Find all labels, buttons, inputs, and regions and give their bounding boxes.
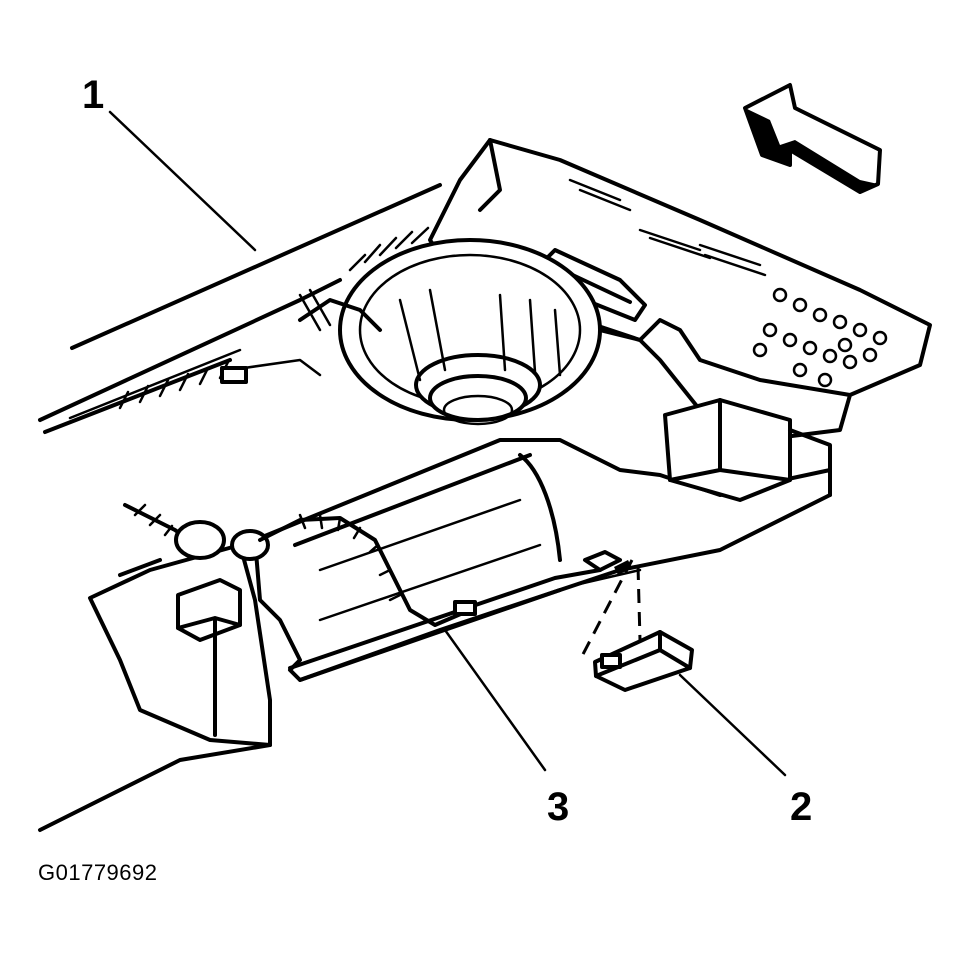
perforation-holes: [752, 287, 888, 388]
direction-arrow-icon: [743, 83, 882, 194]
leader-line-1: [108, 110, 257, 252]
callout-1: 1: [82, 73, 104, 117]
figure-id: G01779692: [38, 860, 158, 885]
wiring-harness-upper: [220, 288, 382, 384]
leader-line-2: [678, 673, 787, 777]
leader-line-3: [443, 628, 547, 772]
license-lamp-assembly: [578, 559, 694, 692]
rear-body-panel: [38, 183, 442, 434]
wiring-harness: [123, 503, 477, 627]
callout-3: 3: [547, 785, 569, 829]
lower-floor-rail: [253, 398, 832, 682]
callout-2: 2: [790, 785, 812, 829]
rear-fascia: [38, 543, 272, 832]
spare-tire: [338, 226, 602, 426]
leader-lines: [108, 110, 787, 777]
